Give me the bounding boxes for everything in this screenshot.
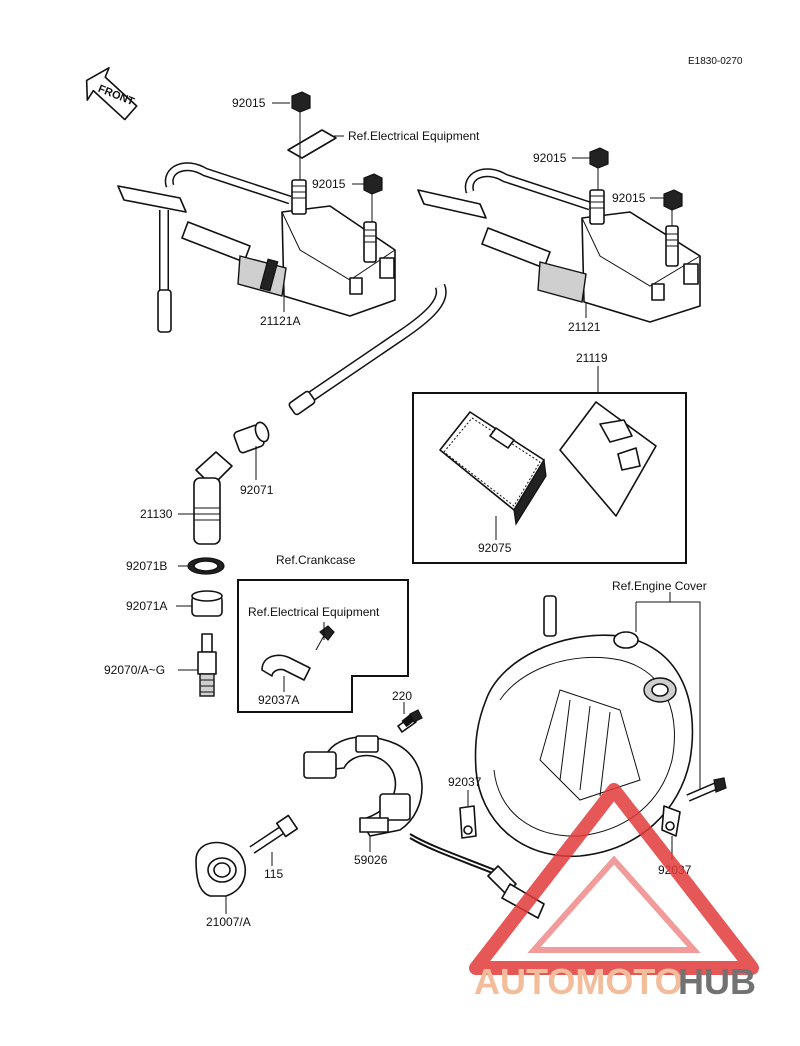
bracket-plate <box>287 129 337 159</box>
high-tension-lead <box>288 283 447 416</box>
ignition-coil-left <box>117 162 396 333</box>
part-label-bolt-115: 115 <box>264 867 283 881</box>
part-label-clamp-a: 92037A <box>258 693 299 707</box>
rotor <box>195 841 247 897</box>
ref-label-crankcase: Ref.Crankcase <box>276 553 356 567</box>
part-labels: 92015 92015 92015 92015 21121A 21121 211… <box>104 96 707 929</box>
part-label-nut-4: 92015 <box>612 191 646 205</box>
ref-label-engine-cover: Ref.Engine Cover <box>612 579 707 593</box>
part-label-seal-a: 92071A <box>126 599 167 613</box>
part-label-nut-2: 92015 <box>312 177 346 191</box>
part-label-igniter-kit: 21119 <box>576 351 608 365</box>
diagram-code: E1830-0270 <box>688 56 743 67</box>
leader-lines <box>176 102 701 914</box>
cover-bolt <box>686 777 727 802</box>
spark-plug-cap <box>193 451 233 545</box>
nut-icon <box>589 147 683 211</box>
part-label-seal-b: 92071B <box>126 559 167 573</box>
part-label-pickup-coil: 59026 <box>354 853 388 867</box>
part-label-igniter-unit: 92075 <box>478 541 512 555</box>
part-label-spark-plug: 92070/A~G <box>104 663 165 677</box>
seal-b <box>187 557 225 575</box>
clamp-a <box>261 625 335 681</box>
watermark-text-light: AUTOMOTO <box>474 961 683 1002</box>
watermark-text-dark: HUB <box>678 961 756 1002</box>
nut-icon <box>291 91 383 195</box>
plug-cap-seal <box>233 421 270 454</box>
front-arrow-icon: FRONT <box>85 67 138 121</box>
part-label-plug-cap: 21130 <box>140 507 173 521</box>
igniter-bracket <box>559 401 657 517</box>
part-label-coil-b: 21121 <box>568 320 601 334</box>
part-label-clamp-1: 92037 <box>448 775 482 789</box>
igniter-unit <box>439 411 547 526</box>
spark-plug <box>197 633 217 697</box>
bolt-115 <box>249 814 299 854</box>
part-label-coil-a: 21121A <box>260 314 300 328</box>
seal-a <box>191 590 223 617</box>
part-label-nut-1: 92015 <box>232 96 266 110</box>
part-label-nut-3: 92015 <box>533 151 567 165</box>
ref-label-electrical-inner: Ref.Electrical Equipment <box>248 605 380 619</box>
ref-label-electrical-top: Ref.Electrical Equipment <box>348 129 480 143</box>
engine-cover <box>474 595 694 857</box>
watermark-logo: AUTOMOTO HUB <box>469 783 759 1002</box>
igniter-kit-box <box>412 392 687 564</box>
part-label-rotor: 21007/A <box>206 915 251 929</box>
ignition-coil-right <box>417 168 701 323</box>
part-label-plug-cap-seal: 92071 <box>240 483 274 497</box>
part-label-bolt-220: 220 <box>392 689 412 703</box>
clamp-1 <box>459 805 477 839</box>
clamp-2 <box>661 805 681 837</box>
bolt-220 <box>397 709 423 733</box>
crankcase-ref-box <box>237 579 409 713</box>
